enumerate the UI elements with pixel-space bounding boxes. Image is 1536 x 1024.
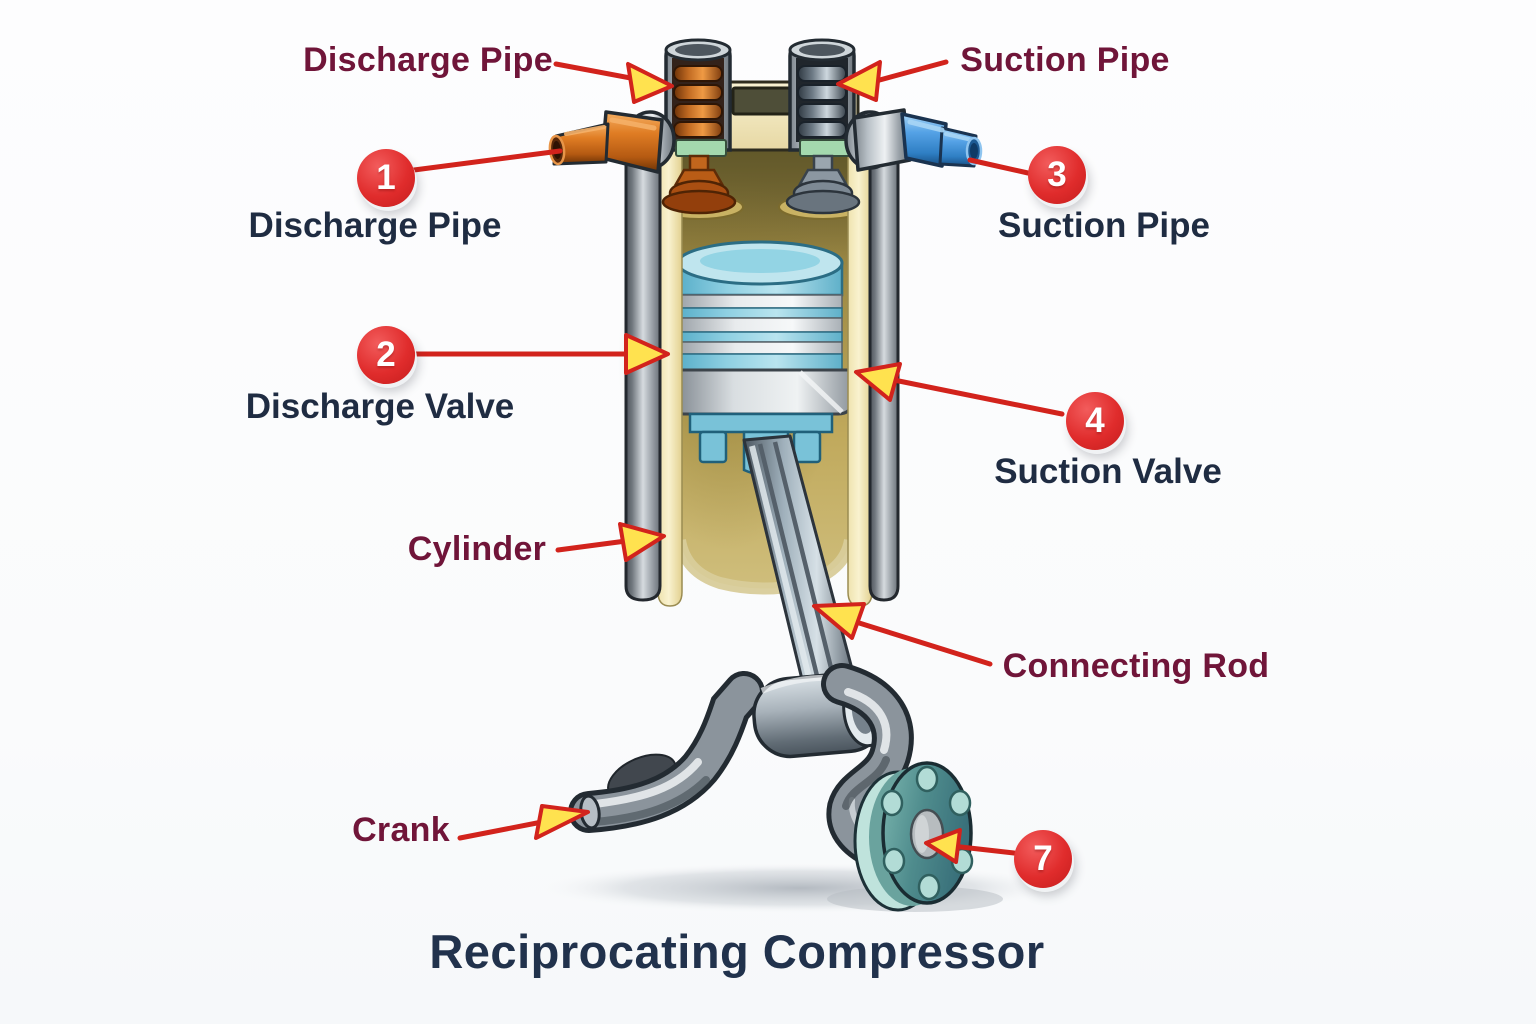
arrow-callout-3 — [967, 157, 1031, 176]
arrow-callout-1 — [411, 148, 563, 173]
label-crank-pointer: Crank — [352, 811, 450, 849]
suction-valve-assembly — [785, 38, 861, 215]
arrow-callout-2 — [411, 333, 670, 375]
piston — [668, 240, 854, 477]
label-discharge-pipe-pointer: Discharge Pipe — [303, 41, 553, 79]
arrow-discharge-pipe-pointer — [553, 61, 674, 104]
arrow-cylinder-pointer — [555, 522, 666, 562]
suction-pipe — [852, 108, 983, 172]
ground-shadow — [530, 862, 1070, 914]
arrow-suction-pipe-pointer — [836, 59, 949, 102]
diagram-title: Reciprocating Compressor — [429, 925, 1045, 978]
label-suction-pipe-pointer: Suction Pipe — [960, 41, 1170, 79]
callout-badge-7: 7 — [1014, 830, 1072, 888]
arrow-callout-7 — [924, 828, 1017, 864]
callout-badge-2: 2 — [357, 326, 415, 384]
discharge-valve-assembly — [661, 38, 737, 215]
label-callout-3: Suction Pipe — [998, 206, 1210, 245]
callout-badge-4: 4 — [1066, 392, 1124, 450]
label-connecting-rod-pointer: Connecting Rod — [1002, 647, 1270, 685]
callout-badge-3: 3 — [1028, 146, 1086, 204]
discharge-pipe — [548, 110, 664, 174]
crank-arm — [568, 671, 765, 833]
label-cylinder-pointer: Cylinder — [407, 530, 547, 568]
arrow-connecting-rod-pointer — [812, 602, 993, 667]
label-callout-2: Discharge Valve — [245, 387, 515, 426]
arrow-callout-4 — [854, 362, 1065, 417]
cylinder-walls — [624, 146, 900, 607]
flywheel-flange — [853, 761, 974, 912]
label-callout-1: Discharge Pipe — [248, 206, 502, 245]
label-callout-4: Suction Valve — [994, 452, 1222, 491]
leader-arrows — [411, 59, 1065, 864]
callout-badge-1: 1 — [357, 149, 415, 207]
arrow-crank-pointer — [457, 804, 590, 841]
